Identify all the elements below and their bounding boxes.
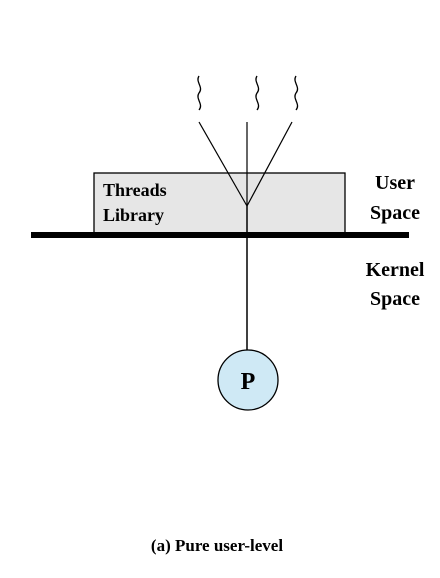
process-label: P — [241, 369, 256, 395]
thread-squiggle-middle — [255, 75, 260, 111]
thread-squiggle-right — [294, 75, 299, 111]
process-circle — [217, 349, 279, 411]
threads-library-box — [93, 172, 346, 236]
thread-line-right — [246, 121, 293, 207]
user-space-label-line2: Space — [370, 202, 420, 224]
thread-line-left — [198, 121, 248, 207]
threads-library-label-line2: Library — [103, 205, 164, 225]
kernel-space-label-line1: Kernel — [366, 259, 425, 281]
thread-squiggle-left — [197, 75, 202, 111]
user-kernel-boundary — [31, 232, 409, 238]
kernel-space-label-line2: Space — [370, 288, 420, 310]
threads-library-label-line1: Threads — [103, 180, 167, 200]
user-space-label-line1: User — [375, 172, 415, 194]
caption: (a) Pure user-level — [151, 536, 283, 555]
